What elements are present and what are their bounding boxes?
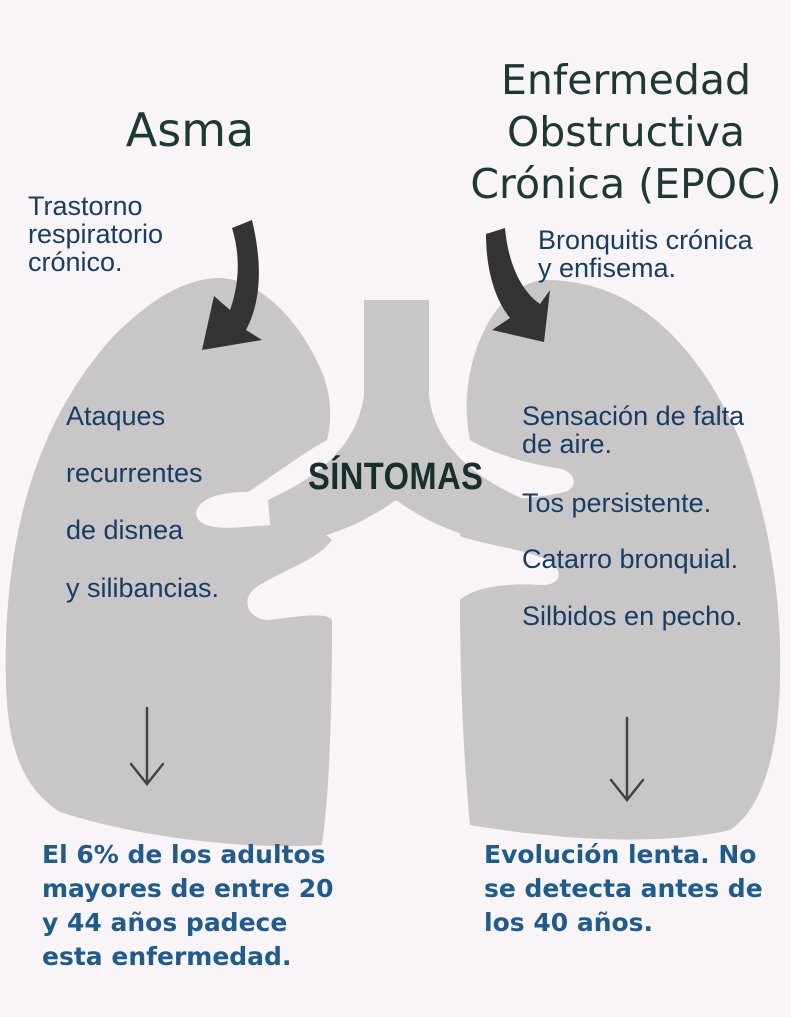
asma-symptom-line: y silibancias. [66, 573, 220, 603]
epoc-fact-line: se detecta antes de [484, 874, 763, 903]
epoc-title-line: Enfermedad [500, 56, 752, 104]
asma-description: Trastorno respiratorio crónico. [28, 192, 163, 276]
asma-description-line: crónico. [28, 247, 123, 277]
curved-arrow-icon [486, 228, 550, 342]
asma-description-line: Trastorno [28, 191, 143, 221]
asma-title: Asma [125, 103, 255, 157]
epoc-symptom-line: Sensación de falta [522, 401, 745, 431]
curved-arrow-icon [202, 220, 262, 350]
epoc-description: Bronquitis crónica y enfisema. [538, 226, 753, 282]
epoc-title-line: Obstructiva [507, 108, 745, 156]
epoc-symptom-line: de aire. [522, 429, 613, 459]
asma-fact-line: esta enfermedad. [42, 942, 292, 971]
epoc-symptom-line: Tos persistente. [522, 488, 712, 518]
down-arrow-icon [129, 706, 165, 787]
asma-description-line: respiratorio [28, 219, 164, 249]
asma-fact-line: mayores de entre 20 [42, 874, 334, 903]
symptoms-label: SÍNTOMAS [308, 456, 484, 498]
asma-fact: El 6% de los adultos mayores de entre 20… [42, 838, 334, 974]
asma-symptom-line: de disnea [66, 515, 184, 545]
trachea [268, 300, 525, 548]
epoc-description-line: y enfisema. [538, 253, 677, 283]
epoc-fact: Evolución lenta. No se detecta antes de … [484, 838, 763, 940]
epoc-description-line: Bronquitis crónica [538, 225, 753, 255]
epoc-fact-line: Evolución lenta. No [484, 840, 757, 869]
asma-symptom-line: Ataques [66, 401, 166, 431]
asma-symptom-line: recurrentes [66, 458, 203, 488]
right-lung [460, 280, 781, 840]
asma-fact-line: El 6% de los adultos [42, 840, 326, 869]
epoc-symptom-line: Silbidos en pecho. [522, 601, 743, 631]
epoc-title-line: Crónica (EPOC) [470, 160, 782, 208]
epoc-title: Enfermedad Obstructiva Crónica (EPOC) [468, 54, 784, 210]
asma-fact-line: y 44 años padece [42, 908, 288, 937]
epoc-fact-line: los 40 años. [484, 908, 654, 937]
down-arrow-icon [609, 716, 645, 803]
left-lung [5, 277, 332, 847]
epoc-symptom-line: Catarro bronquial. [522, 544, 739, 574]
